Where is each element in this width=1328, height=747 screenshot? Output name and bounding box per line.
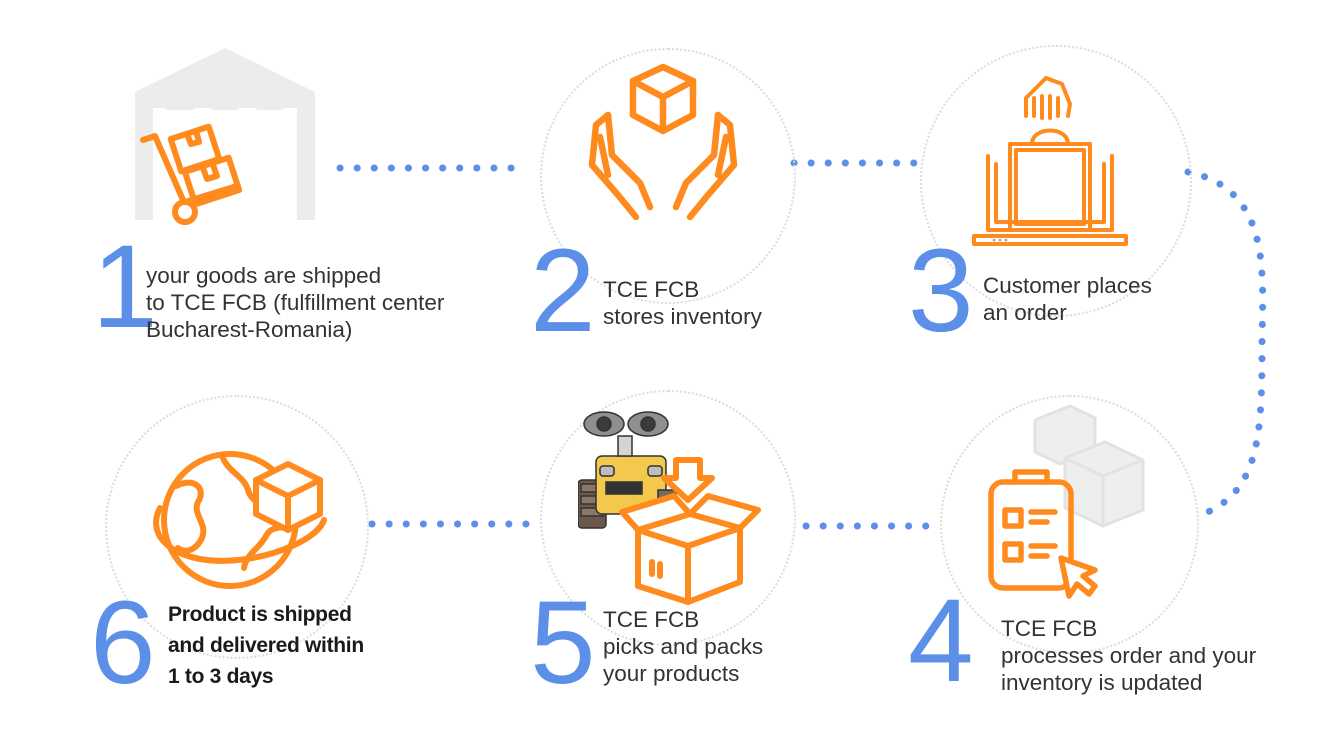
step-5-label-line: TCE FCB: [603, 607, 700, 632]
step-1-label-line: Bucharest-Romania): [146, 317, 353, 342]
step-5-label-line: picks and packs: [603, 634, 764, 659]
step-1-label-line: your goods are shipped: [146, 263, 382, 288]
step-3-label-line: an order: [983, 300, 1067, 325]
step-1-label-line: to TCE FCB (fulfillment center: [146, 290, 445, 315]
step-5-label: TCE FCB picks and packs your products: [603, 606, 763, 687]
step-2-label-line: stores inventory: [603, 304, 762, 329]
step-3-label-line: Customer places: [983, 273, 1152, 298]
step-6-label: Product is shipped and delivered within …: [168, 599, 364, 692]
step-1-number: 1: [92, 221, 158, 353]
step-4-label-line: inventory is updated: [1001, 670, 1203, 695]
step-6-label-line: and delivered within: [168, 634, 364, 657]
step-2-number: 2: [530, 225, 596, 357]
step-6-ring: [105, 395, 369, 659]
step-3-ring: [920, 45, 1192, 317]
warehouse-hand-truck-icon: [135, 48, 315, 225]
step-4-label: TCE FCB processes order and your invento…: [1001, 615, 1256, 696]
step-4-number: 4: [908, 575, 974, 707]
hands-holding-box-icon: [588, 63, 738, 221]
step-5-label-line: your products: [603, 661, 740, 686]
step-4-ring: [940, 395, 1199, 654]
step-1-label: your goods are shipped to TCE FCB (fulfi…: [146, 262, 444, 343]
step-6-label-line: Product is shipped: [168, 603, 352, 626]
step-2-label-line: TCE FCB: [603, 277, 700, 302]
step-4-label-line: TCE FCB: [1001, 616, 1098, 641]
clipboard-cursor-icon: [988, 404, 1145, 599]
laptop-shopping-bag-icon: [972, 76, 1128, 246]
step-5-ring: [540, 390, 796, 646]
step-3-label: Customer places an order: [983, 272, 1152, 326]
robot-open-box-icon: [578, 411, 761, 605]
globe-box-icon: [153, 451, 327, 589]
step-2-ring: [540, 48, 796, 304]
step-6-label-line: 1 to 3 days: [168, 665, 274, 688]
connector-3-4: [1184, 168, 1267, 520]
step-6-number: 6: [90, 577, 156, 709]
step-2-label: TCE FCB stores inventory: [603, 276, 762, 330]
step-3-number: 3: [908, 225, 974, 357]
step-5-number: 5: [530, 577, 596, 709]
step-4-label-line: processes order and your: [1001, 643, 1257, 668]
